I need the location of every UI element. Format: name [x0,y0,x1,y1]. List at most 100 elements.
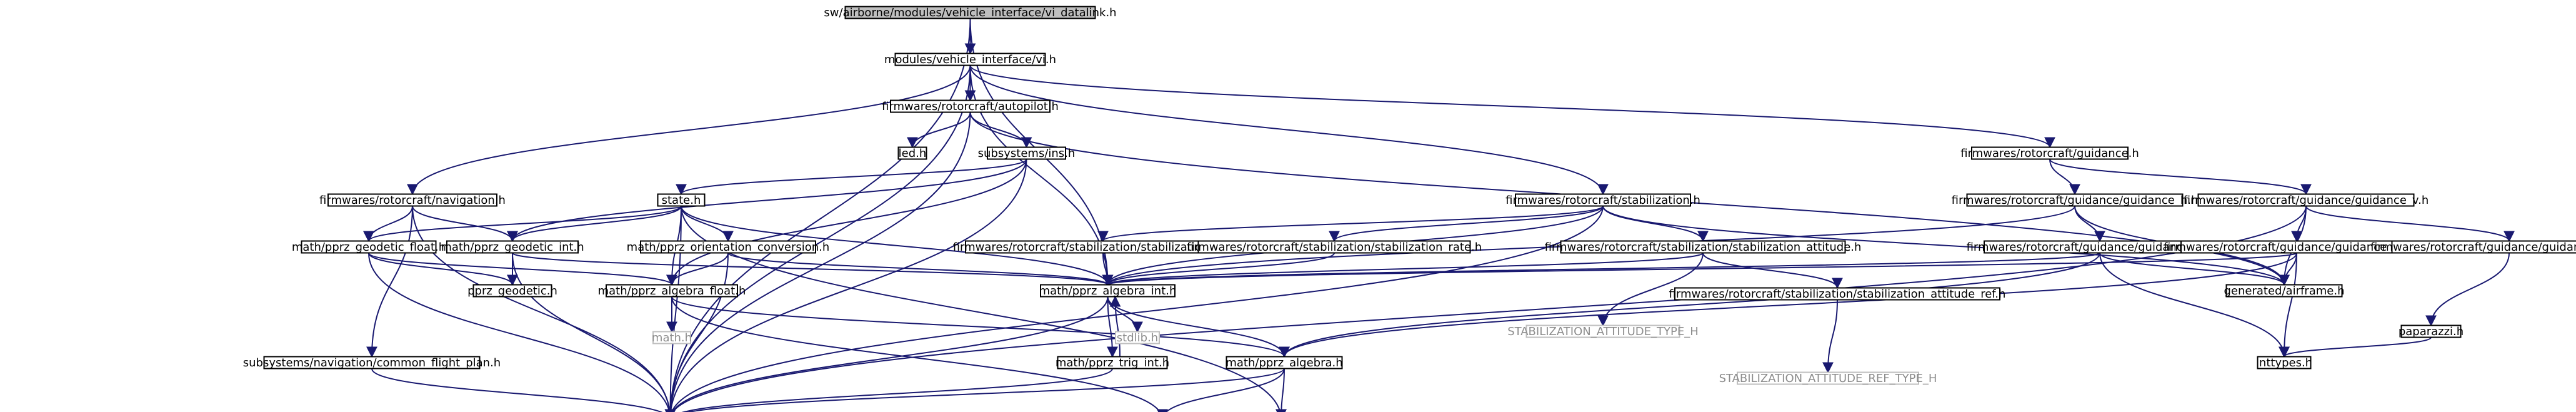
node-box [890,99,1051,113]
node-box [1971,146,2129,160]
edge-navigation-to-geodetic_int [412,206,518,243]
node-root[interactable]: sw/airborne/modules/vehicle_interface/vi… [824,6,1117,19]
edge-guid_v_ref-to-alg [1279,253,2297,358]
edge-state-to-orient [681,206,734,243]
node-alg-float[interactable]: math/pprz_algebra_float.h [598,284,746,298]
node-label: subsystems/navigation/common_flight_plan… [243,356,501,369]
node-label: subsystems/ins.h [978,147,1076,160]
node-label: STABILIZATION_ATTITUDE_TYPE_H [1507,325,1699,338]
node-guid-v[interactable]: firmwares/rotorcraft/guidance/guidance_v… [2184,193,2429,207]
node-label: math/pprz_algebra_int.h [1039,284,1177,298]
node-box [1115,331,1160,344]
node-label: firmwares/rotorcraft/stabilization/stabi… [1187,241,1482,254]
node-label: firmwares/rotorcraft/stabilization/stabi… [953,241,1254,254]
edge-alg-to-stdh [664,368,1285,412]
node-label: generated/airframe.h [2224,284,2345,298]
node-trig[interactable]: math/pprz_trig_int.h [1056,356,1169,369]
node-label: firmwares/rotorcraft/guidance/guidance_v… [2164,241,2430,254]
edge-paparazzi-to-inttypes [2279,336,2432,358]
node-stab[interactable]: firmwares/rotorcraft/stabilization.h [1505,193,1700,207]
node-ins[interactable]: subsystems/ins.h [978,146,1076,160]
node-orient[interactable]: math/pprz_orientation_conversion.h [627,240,830,254]
edge-vi-to-stdh [664,65,971,412]
edge-autopilot-to-ins [969,112,1032,149]
node-airframe[interactable]: generated/airframe.h [2224,284,2345,298]
edge-guid_v_adpt-to-paparazzi [2425,253,2510,327]
node-label: inttypes.h [2256,356,2312,369]
edge-stab-to-stab_att [1602,206,1709,243]
node-box [2257,356,2312,369]
node-label: firmwares/rotorcraft/autopilot.h [882,100,1059,113]
node-satt-type: STABILIZATION_ATTITUDE_TYPE_H [1507,324,1699,338]
edge-alg-to-float [1157,368,1285,412]
node-box [640,240,816,254]
node-box [1674,287,2000,301]
node-box [652,331,691,344]
edge-guid_v-to-guid_v_adpt [2305,206,2515,243]
edge-alg_int-to-trig [1106,296,1118,358]
node-label: state.h [662,194,701,207]
edge-state-to-alg_int [681,206,1114,286]
node-alg[interactable]: math/pprz_algebra.h [1226,356,1343,369]
node-box [897,146,927,160]
edge-ins-to-stdh [664,159,1027,412]
node-box [301,240,437,254]
edge-geodetic_int-to-stdh [512,253,676,412]
node-box [606,284,738,298]
edge-alg_float-to-float [671,296,1168,412]
edge-orient-to-stdh [664,253,729,412]
node-state[interactable]: state.h [657,193,706,207]
node-alg-int[interactable]: math/pprz_algebra_int.h [1039,284,1177,298]
edge-alg_int-to-stdh [664,296,1109,412]
node-box [1197,240,1471,254]
node-guid-v-ref[interactable]: firmwares/rotorcraft/guidance/guidance_v… [2164,240,2430,254]
node-label: STABILIZATION_ATTITUDE_REF_TYPE_H [1719,372,1937,385]
node-autopilot[interactable]: firmwares/rotorcraft/autopilot.h [882,99,1059,113]
node-inttypes[interactable]: inttypes.h [2256,356,2312,369]
edge-stab_att-to-alg_int [1102,252,1704,286]
node-box [1515,193,1691,207]
node-box [2400,324,2462,338]
node-label: sw/airborne/modules/vehicle_interface/vi… [824,6,1116,19]
node-guid-h[interactable]: firmwares/rotorcraft/guidance/guidance_h… [1952,193,2199,207]
node-box [2225,284,2343,298]
edge-ins-to-geodetic_int [507,159,1027,243]
edge-stab_rate-to-alg_int [1102,253,1335,286]
node-box [2197,193,2415,207]
node-led[interactable]: led.h [897,146,927,160]
node-label: firmwares/rotorcraft/guidance/guidance_v… [2370,241,2576,254]
node-paparazzi[interactable]: paparazzi.h [2399,324,2464,338]
node-box [2391,240,2576,254]
edge-guid_v_ref-to-inttypes [2279,253,2297,358]
node-geodetic-float[interactable]: math/pprz_geodetic_float.h [292,240,446,254]
node-label: firmwares/rotorcraft/guidance/guidance_h… [1967,241,2234,254]
edge-guid_v-to-stdh [664,206,2307,412]
node-stab-none[interactable]: firmwares/rotorcraft/stabilization/stabi… [953,240,1254,254]
node-stab-rate[interactable]: firmwares/rotorcraft/stabilization/stabi… [1187,240,1482,254]
node-box [1737,371,1919,385]
edge-state-to-geodetic_int [507,206,682,243]
node-box [987,146,1066,160]
edge-guid_v-to-guid_v_ref [2291,206,2307,243]
node-satt-ref[interactable]: firmwares/rotorcraft/stabilization/stabi… [1669,287,2006,301]
node-box [472,284,552,298]
node-navigation[interactable]: firmwares/rotorcraft/navigation.h [319,193,506,207]
node-layer: sw/airborne/modules/vehicle_interface/vi… [243,6,2576,385]
node-geodetic[interactable]: pprz_geodetic.h [467,284,557,298]
node-guidance[interactable]: firmwares/rotorcraft/guidance.h [1960,146,2139,160]
node-label: math/pprz_trig_int.h [1056,356,1169,369]
node-box [894,53,1046,66]
edge-stab-to-airframe [1602,206,2290,286]
edge-vi-to-guidance [969,65,2055,149]
node-label: math/pprz_orientation_conversion.h [627,241,830,254]
node-vi[interactable]: modules/vehicle_interface/vi.h [884,53,1056,66]
edge-stab_att-to-satt_type [1597,253,1704,327]
edge-guid_h_ref-to-alg [1279,253,2100,358]
node-guid-h-ref[interactable]: firmwares/rotorcraft/guidance/guidance_h… [1967,240,2234,254]
node-cfp[interactable]: subsystems/navigation/common_flight_plan… [243,356,501,369]
node-stab-att[interactable]: firmwares/rotorcraft/stabilization/stabi… [1545,240,1862,254]
node-label: paparazzi.h [2399,325,2464,338]
node-guid-v-adpt[interactable]: firmwares/rotorcraft/guidance/guidance_v… [2370,240,2576,254]
node-label: firmwares/rotorcraft/stabilization/stabi… [1669,288,2006,301]
node-geodetic-int[interactable]: math/pprz_geodetic_int.h [441,240,584,254]
